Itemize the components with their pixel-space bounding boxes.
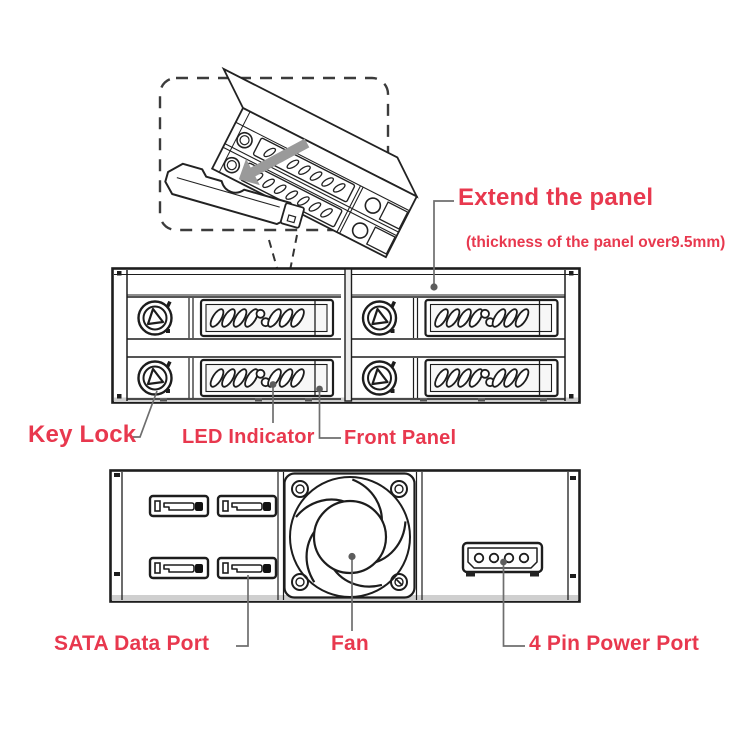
sata-port-2 (216, 494, 278, 518)
rear-panel-view (109, 469, 581, 603)
leader-key-lock (132, 390, 158, 438)
drive-bay-4 (350, 355, 567, 401)
callout-extend-panel-note: (thickness of the panel over9.5mm) (466, 234, 726, 251)
sata-port-3 (148, 556, 210, 580)
drive-bay-1 (125, 295, 343, 341)
bottom-edge-ticks (160, 398, 547, 402)
isometric-enclosure (210, 66, 419, 259)
drive-bay-2 (350, 295, 567, 341)
sata-port-1 (148, 494, 210, 518)
callout-front-panel: Front Panel (344, 427, 457, 449)
callout-sata-data-port: SATA Data Port (54, 632, 210, 655)
drive-bay-3 (125, 355, 343, 401)
leader-front-panel (318, 390, 341, 439)
leader-lines (132, 200, 525, 647)
leader-extend-panel (433, 200, 454, 286)
callout-key-lock: Key Lock (28, 421, 137, 448)
removed-panel-strip (164, 162, 305, 229)
fan-screw-holes (291, 480, 408, 591)
inset-extend-panel (158, 66, 419, 259)
front-panel-view (111, 267, 581, 404)
callout-led-indicator: LED Indicator (182, 426, 315, 448)
callout-fan: Fan (331, 632, 369, 655)
fan-icon (283, 472, 416, 599)
leader-power-port (502, 565, 525, 647)
callout-extend-panel: Extend the panel (458, 184, 654, 211)
leader-sata-port (236, 575, 249, 647)
callout-power-port: 4 Pin Power Port (529, 632, 700, 655)
leader-dots (269, 283, 507, 566)
power-port (461, 541, 544, 577)
removal-arrow-icon (238, 138, 310, 186)
sata-port-4 (216, 556, 278, 580)
